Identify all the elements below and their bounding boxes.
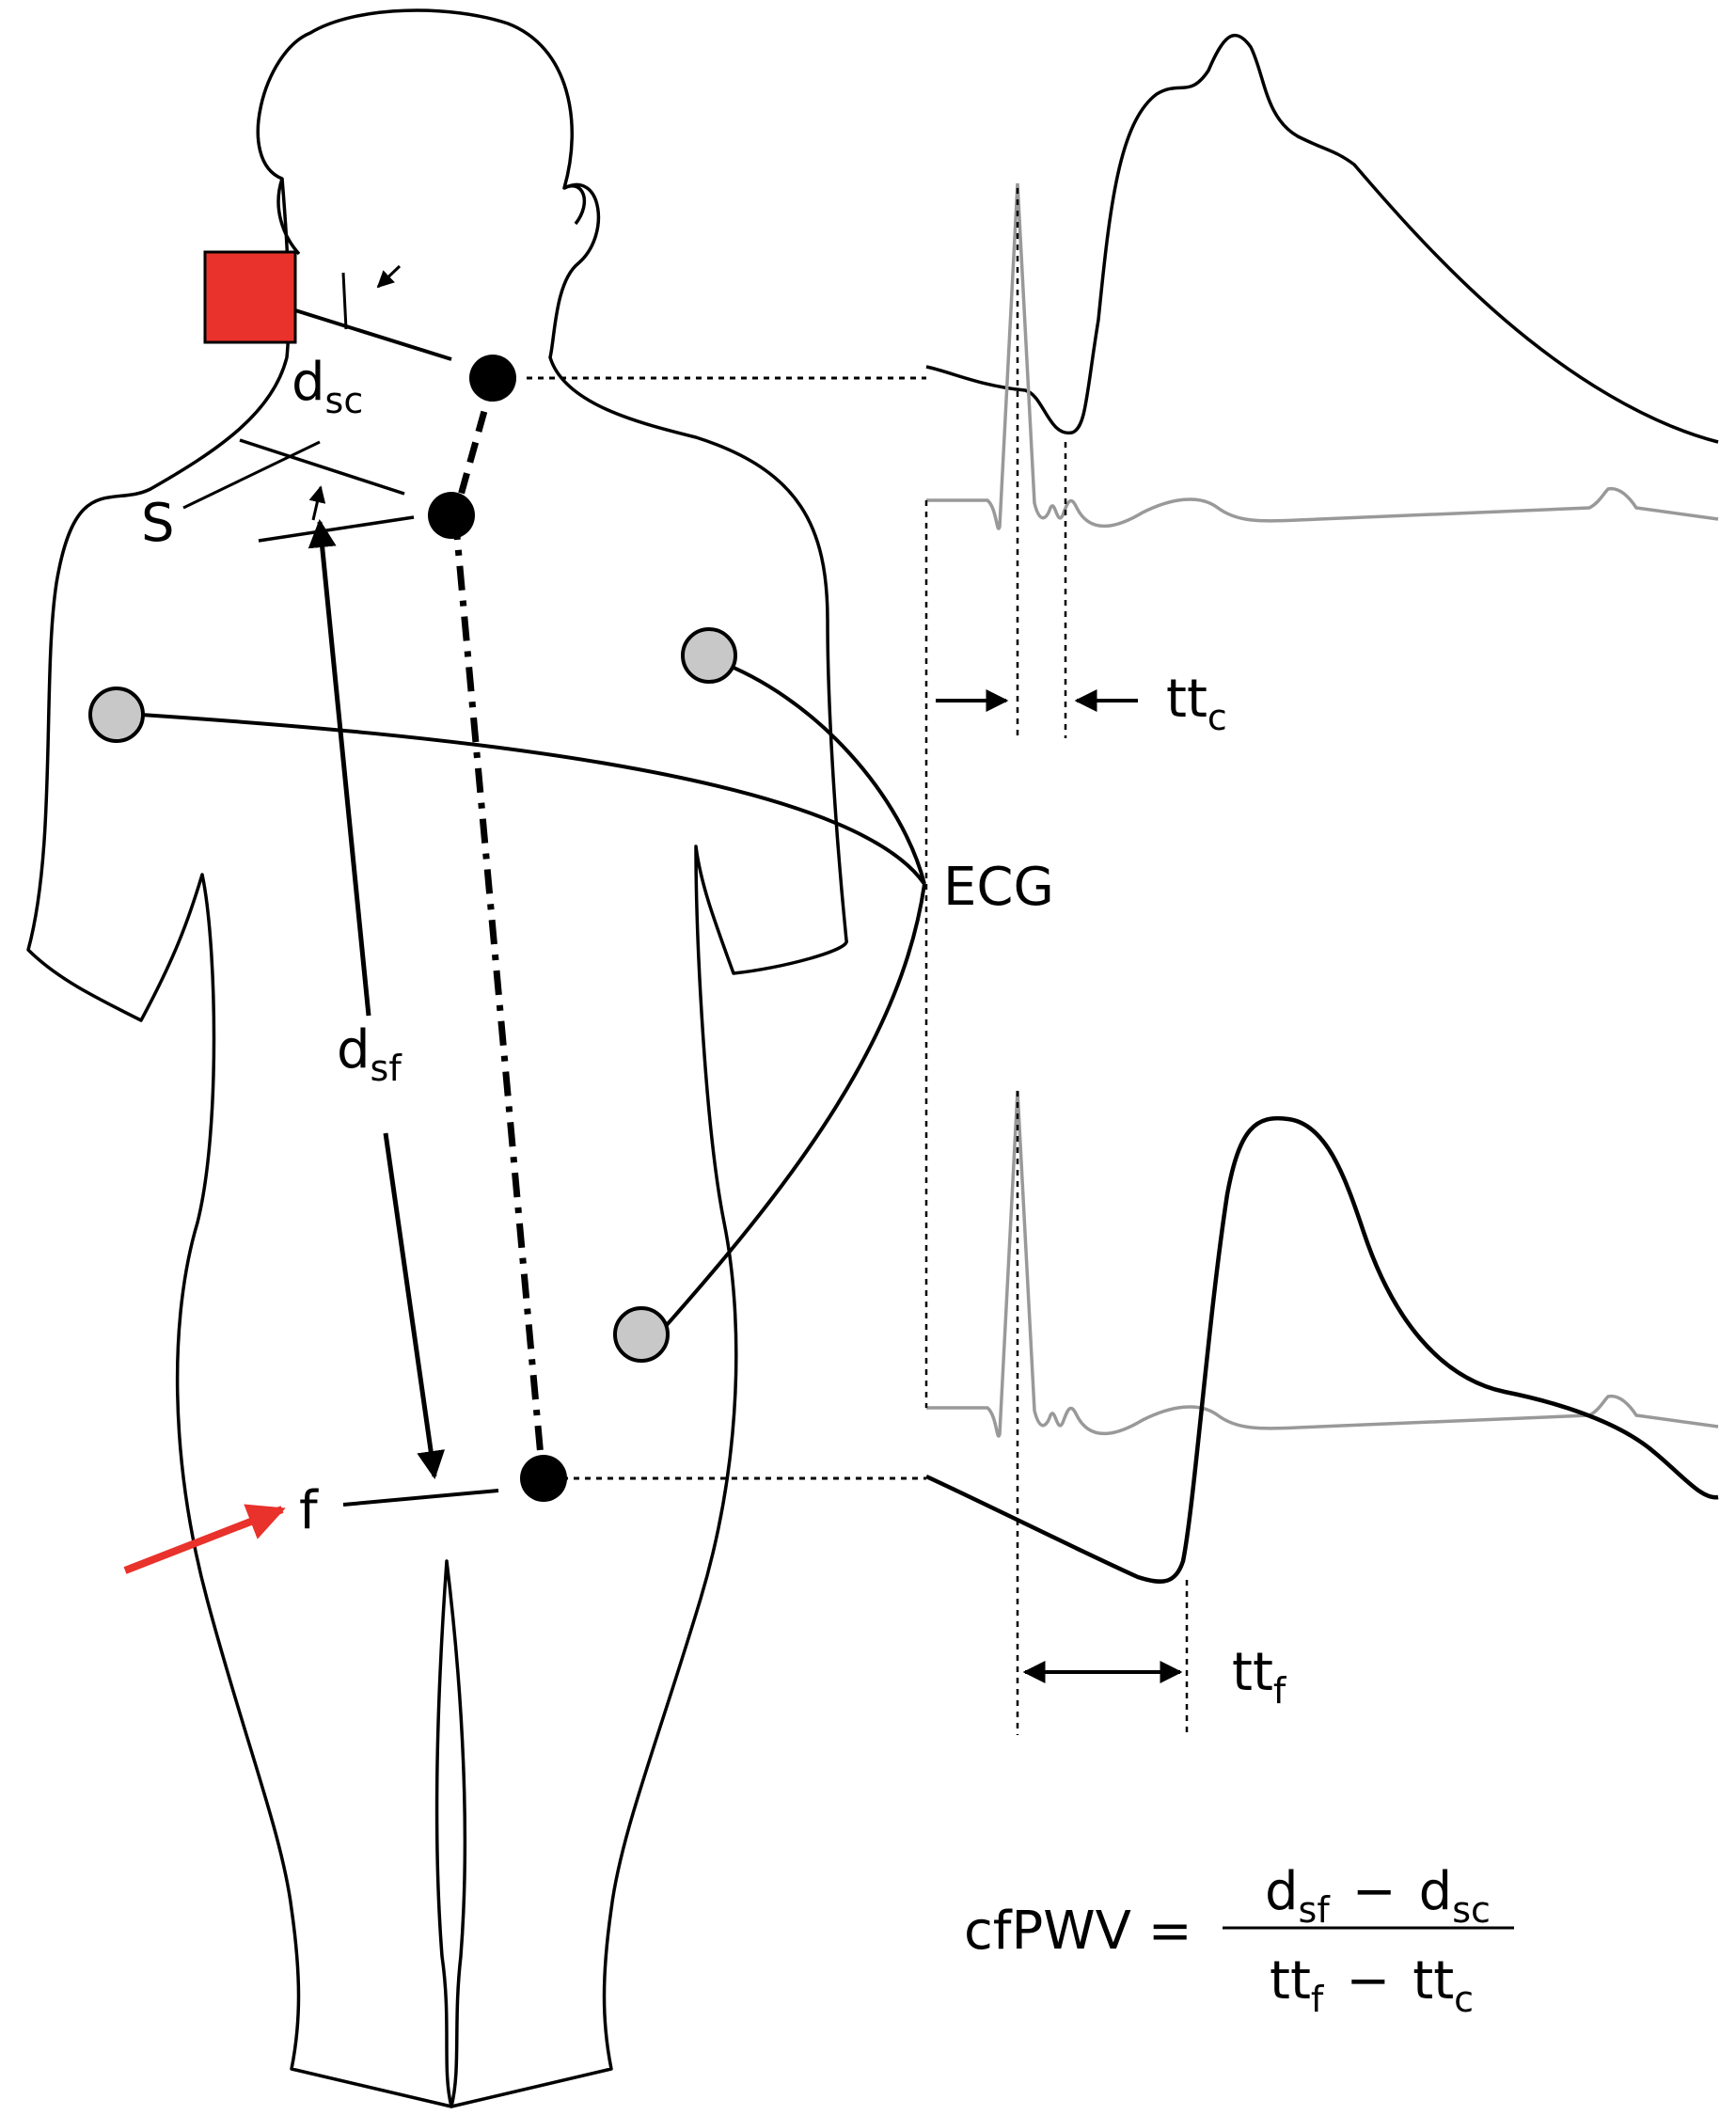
femoral-pressure-wave [925, 1115, 1719, 1584]
lead-right-shoulder [709, 656, 926, 885]
tonometer-sensor [203, 250, 297, 344]
formula-numerator: dsf−dsc [1265, 1861, 1491, 1931]
carotid-ecg-trace [926, 182, 1719, 530]
s-small-arrow [308, 485, 326, 521]
ear-left [276, 178, 301, 256]
leg-split [434, 1559, 467, 2108]
body-outline [26, 8, 848, 2108]
cfpwv-formula: cfPWV = dsf−dsc ttf−ttc [964, 1861, 1514, 2020]
sternal-to-femoral-dash [451, 514, 547, 1489]
carotid-to-sternal-dash [451, 380, 497, 516]
ttc-label: ttc [1166, 669, 1227, 738]
timing-guides [924, 188, 1189, 1735]
electrode-right-shoulder [681, 627, 737, 684]
ear-right [563, 184, 587, 226]
femoral-line [342, 1489, 499, 1507]
formula-denominator: ttf−ttc [1270, 1950, 1474, 2020]
dsf-label: dsf [337, 1019, 402, 1089]
carotid-pressure-wave [925, 34, 1719, 444]
neck-arrow [376, 264, 402, 289]
sternal-label: S [141, 493, 175, 554]
femoral-point [520, 1455, 567, 1502]
s-lower-line [258, 515, 415, 543]
ttf-label: ttf [1232, 1642, 1287, 1712]
carotid-sensor-line [294, 308, 452, 361]
dsc-label: dsc [292, 352, 363, 421]
femoral-ecg-trace [926, 1090, 1719, 1438]
carotid-point [469, 355, 516, 402]
ecg-leads [140, 656, 926, 1328]
dsf-arrow-up [308, 519, 371, 1017]
electrode-lower [613, 1306, 670, 1363]
sternal-point [428, 492, 475, 539]
lead-left-shoulder [140, 713, 926, 886]
head-neck-torso-outline [26, 8, 848, 2108]
s-upper-line [239, 438, 405, 496]
femoral-label: f [299, 1480, 319, 1541]
dsf-arrow-down [383, 1132, 446, 1479]
s-leader-line [182, 440, 321, 510]
ecg-label: ECG [943, 857, 1054, 918]
lead-lower [664, 883, 926, 1328]
neck-tick-line [341, 272, 348, 330]
formula-lhs: cfPWV = [964, 1901, 1192, 1962]
femoral-red-arrow [123, 1504, 286, 1574]
electrode-left-shoulder [88, 687, 145, 743]
